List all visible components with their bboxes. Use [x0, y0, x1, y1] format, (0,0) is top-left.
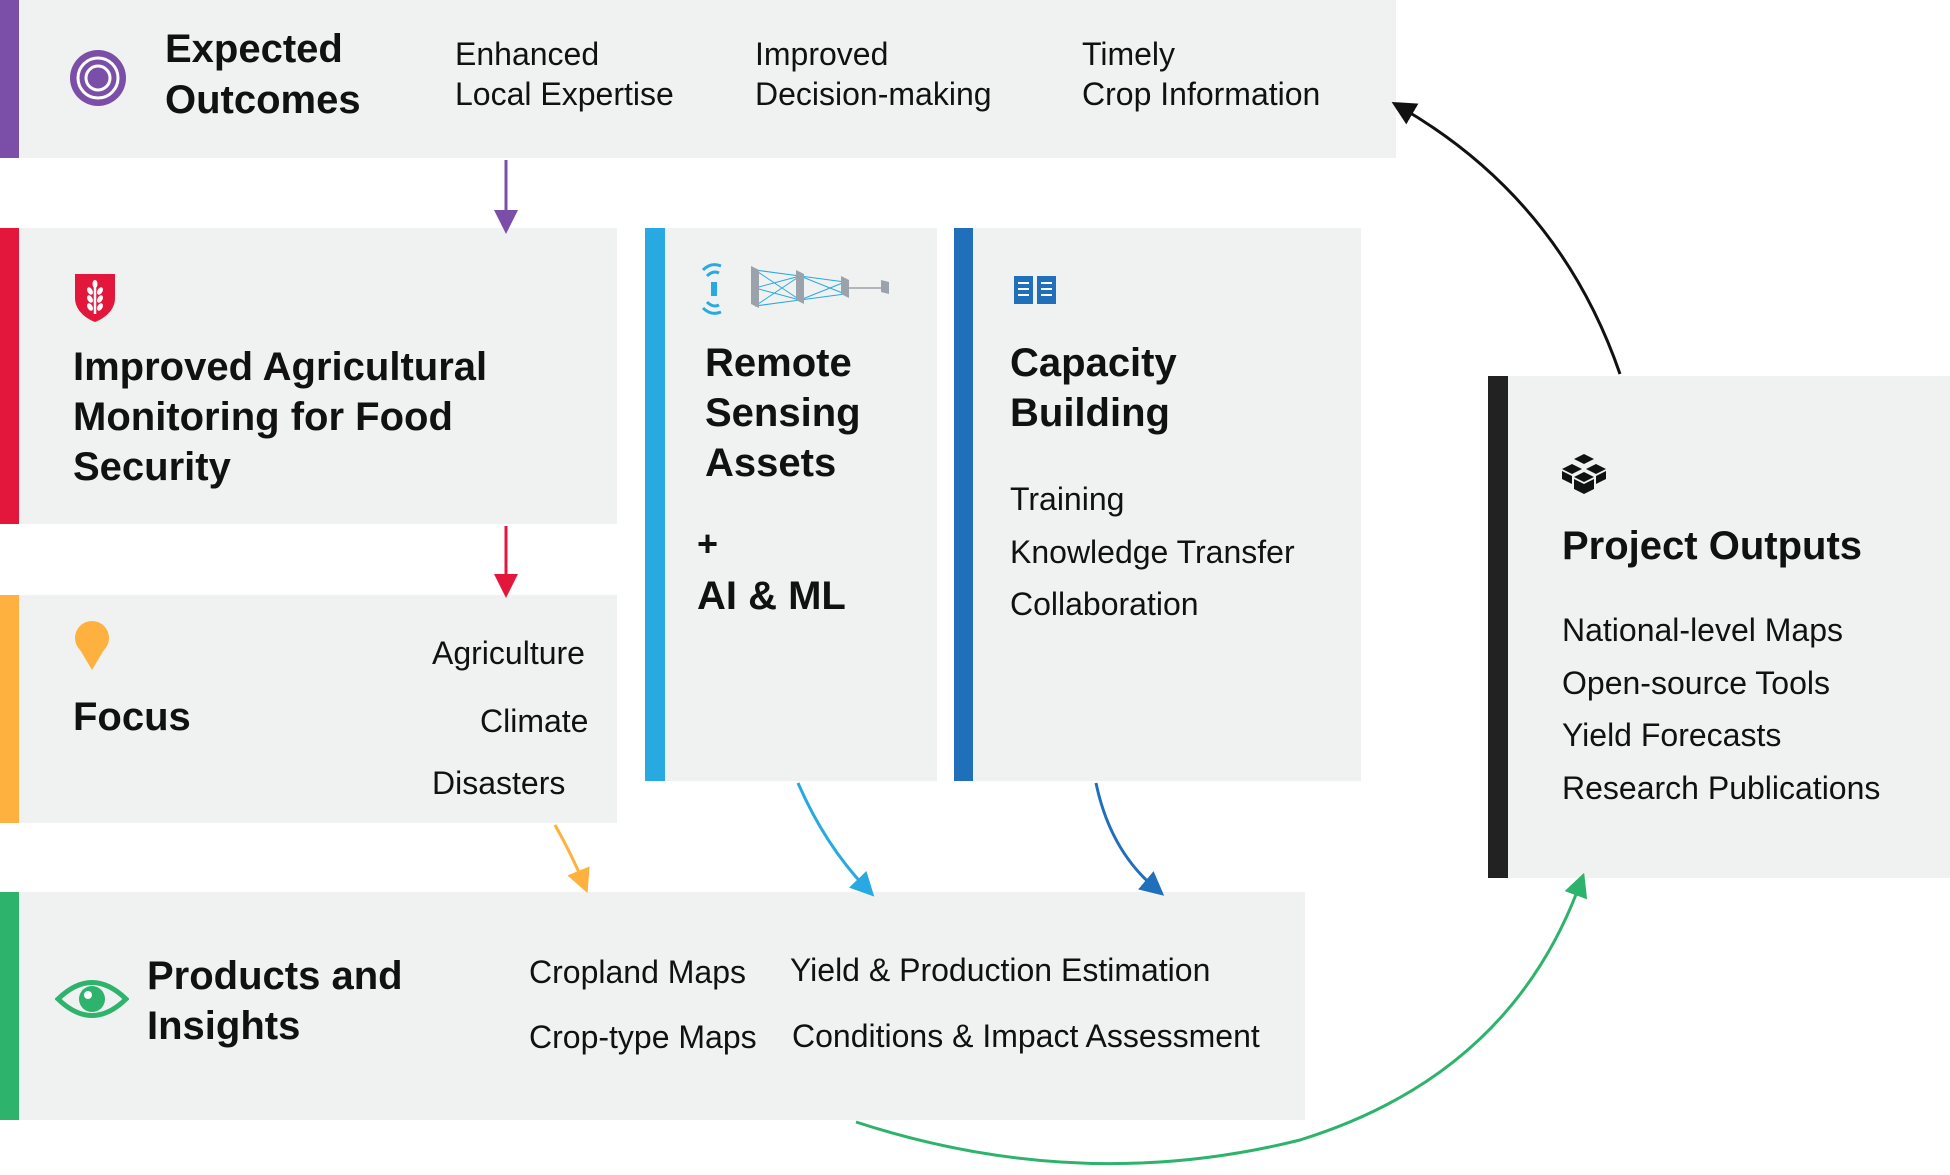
remote-sensing-title-3: Assets — [705, 441, 837, 485]
capacity-item-training: Training — [1010, 481, 1125, 517]
outcome-1-line1: Enhanced — [455, 36, 600, 72]
arrow-outputs-to-outcomes — [1391, 101, 1622, 375]
capacity-item-collaboration: Collaboration — [1010, 586, 1199, 622]
outcome-2-line1: Improved — [755, 36, 889, 72]
monitoring-box: Improved Agricultural Monitoring for Foo… — [0, 228, 617, 524]
product-conditions-impact: Conditions & Impact Assessment — [792, 1018, 1260, 1054]
products-title-1: Products and — [147, 954, 403, 998]
expected-outcomes-bar — [0, 0, 19, 158]
output-yield-forecasts: Yield Forecasts — [1562, 717, 1782, 753]
products-bar — [0, 892, 19, 1120]
capacity-bar — [954, 228, 973, 781]
satellite-signal-icon — [701, 263, 722, 315]
monitoring-title-1: Improved Agricultural — [73, 345, 488, 389]
expected-outcomes-title-2: Outcomes — [165, 78, 361, 122]
arrow-capacity-to-products — [1094, 782, 1165, 896]
capacity-title-2: Building — [1010, 391, 1170, 435]
monitoring-title-3: Security — [73, 445, 231, 489]
focus-title: Focus — [73, 695, 191, 739]
ai-ml-label: AI & ML — [697, 574, 846, 618]
remote-sensing-box: Remote Sensing Assets + AI & ML — [645, 228, 937, 781]
arrow-remote-sensing-to-products — [796, 782, 875, 897]
wheat-shield-icon — [75, 274, 115, 322]
outputs-title: Project Outputs — [1562, 524, 1863, 568]
capacity-title-1: Capacity — [1010, 341, 1177, 385]
book-icon — [1014, 276, 1056, 304]
capacity-item-knowledge-transfer: Knowledge Transfer — [1010, 534, 1295, 570]
outcome-3-line2: Crop Information — [1082, 76, 1321, 112]
remote-sensing-title-2: Sensing — [705, 391, 861, 435]
focus-box: Focus Agriculture Climate Disasters — [0, 595, 617, 823]
remote-sensing-title-1: Remote — [705, 341, 852, 385]
eye-icon — [55, 980, 129, 1018]
target-icon — [70, 50, 126, 106]
map-pin-icon — [75, 621, 109, 670]
arrow-products-to-outputs — [855, 872, 1588, 1166]
product-yield-production: Yield & Production Estimation — [790, 952, 1211, 988]
output-open-source-tools: Open-source Tools — [1562, 665, 1830, 701]
expected-outcomes-title-1: Expected — [165, 27, 343, 71]
boxes-icon — [1562, 454, 1606, 494]
product-cropland-maps: Cropland Maps — [529, 954, 746, 990]
arrow-focus-to-products — [553, 824, 590, 894]
focus-item-agriculture: Agriculture — [432, 635, 585, 671]
remote-sensing-bar — [645, 228, 665, 781]
expected-outcomes-box: Expected Outcomes Enhanced Local Experti… — [0, 0, 1396, 158]
outcome-1-line2: Local Expertise — [455, 76, 674, 112]
products-box: Products and Insights Cropland Maps Yiel… — [0, 892, 1305, 1120]
outcome-3-line1: Timely — [1082, 36, 1176, 72]
product-crop-type-maps: Crop-type Maps — [529, 1019, 757, 1055]
neural-network-icon — [751, 266, 889, 308]
monitoring-title-2: Monitoring for Food — [73, 395, 453, 439]
monitoring-bar — [0, 228, 19, 524]
plus-sign: + — [697, 523, 719, 564]
focus-item-disasters: Disasters — [432, 765, 566, 801]
outputs-box: Project Outputs National-level Maps Open… — [1488, 376, 1950, 878]
focus-item-climate: Climate — [480, 703, 589, 739]
output-national-maps: National-level Maps — [1562, 612, 1844, 648]
products-title-2: Insights — [147, 1004, 301, 1048]
outcome-2-line2: Decision-making — [755, 76, 992, 112]
outputs-bar — [1488, 376, 1508, 878]
focus-bar — [0, 595, 19, 823]
output-research-publications: Research Publications — [1562, 770, 1881, 806]
capacity-box: Capacity Building Training Knowledge Tra… — [954, 228, 1361, 781]
